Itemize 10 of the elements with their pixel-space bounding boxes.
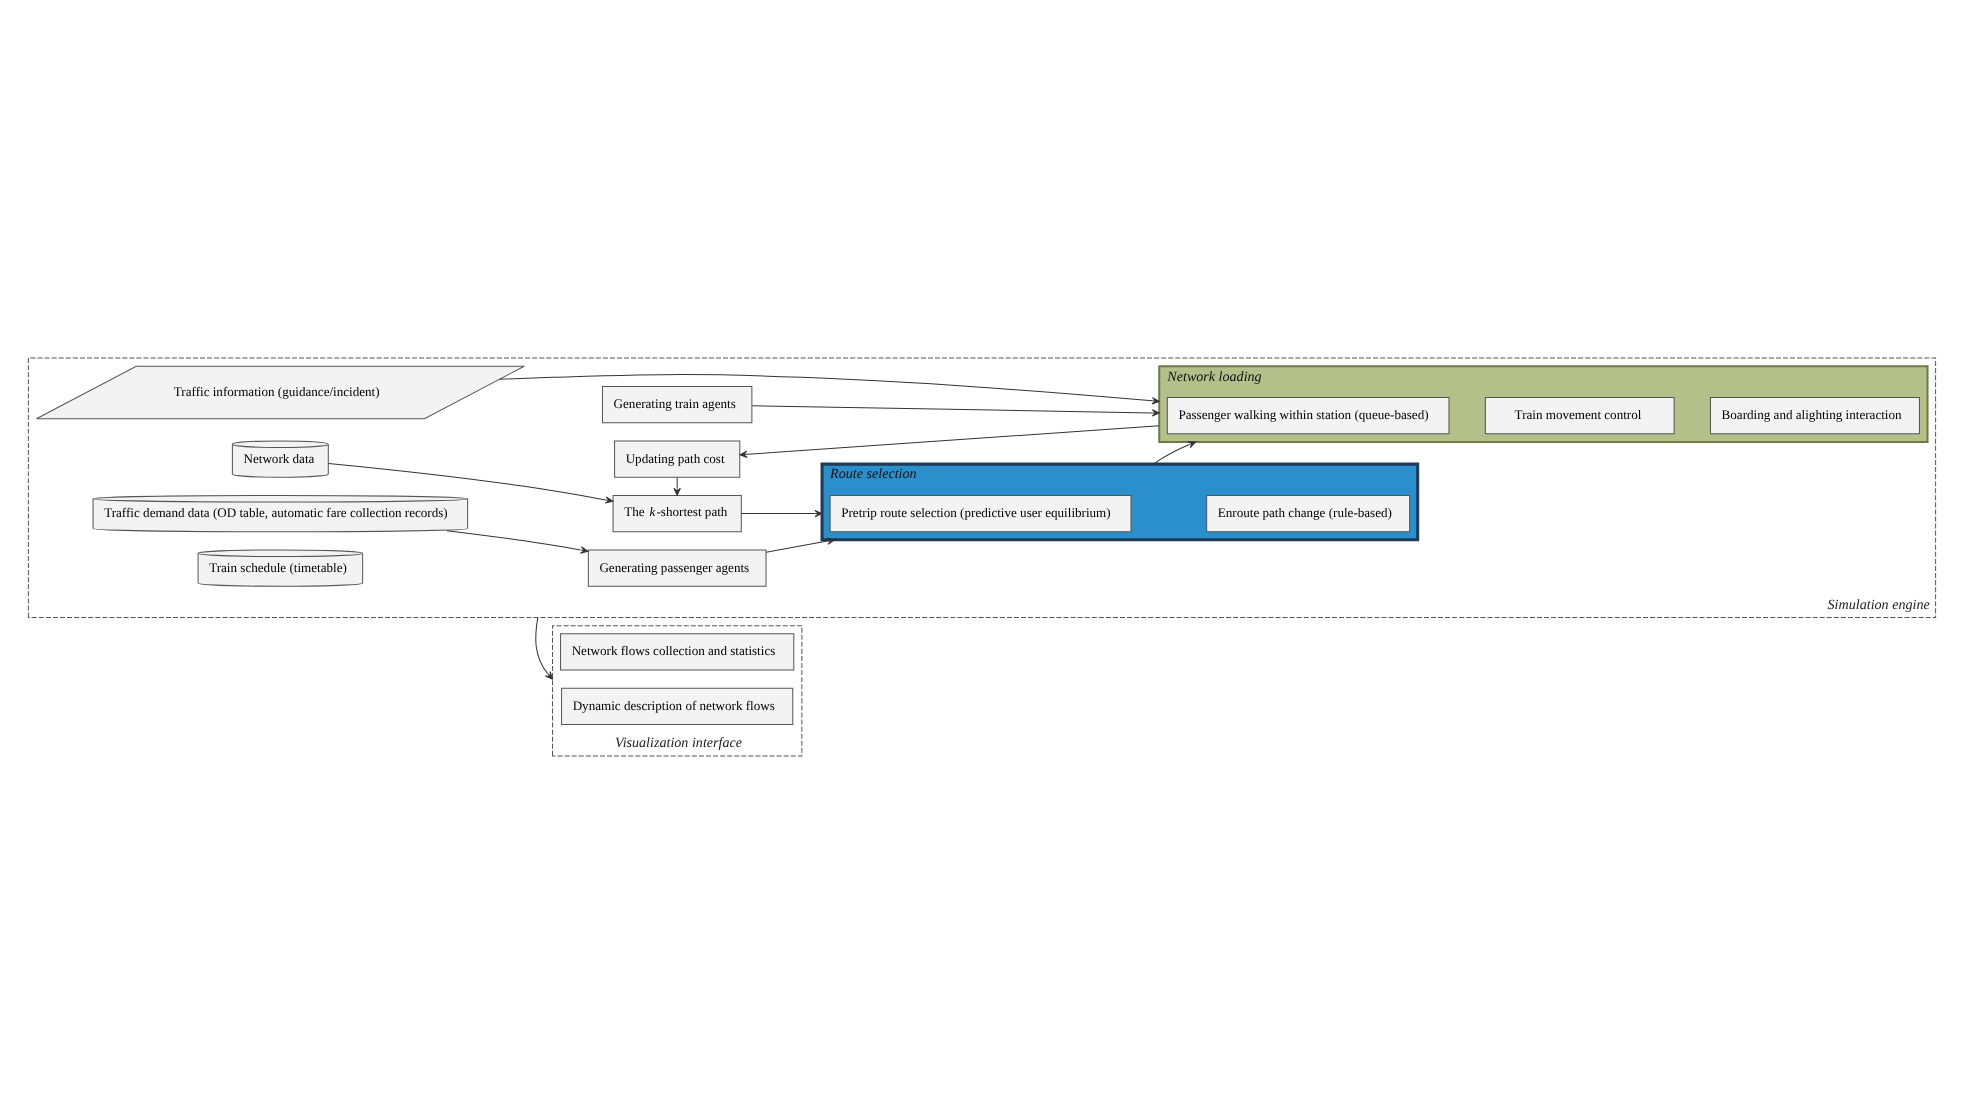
arrow [739, 425, 1160, 458]
arrow [673, 476, 681, 496]
arrow [751, 405, 1160, 417]
arrow [740, 509, 823, 518]
arrow [535, 617, 553, 680]
arrow [328, 462, 614, 504]
arrow [765, 537, 835, 553]
arrow [1153, 441, 1197, 465]
arrow [499, 374, 1160, 405]
arrow [446, 530, 589, 554]
